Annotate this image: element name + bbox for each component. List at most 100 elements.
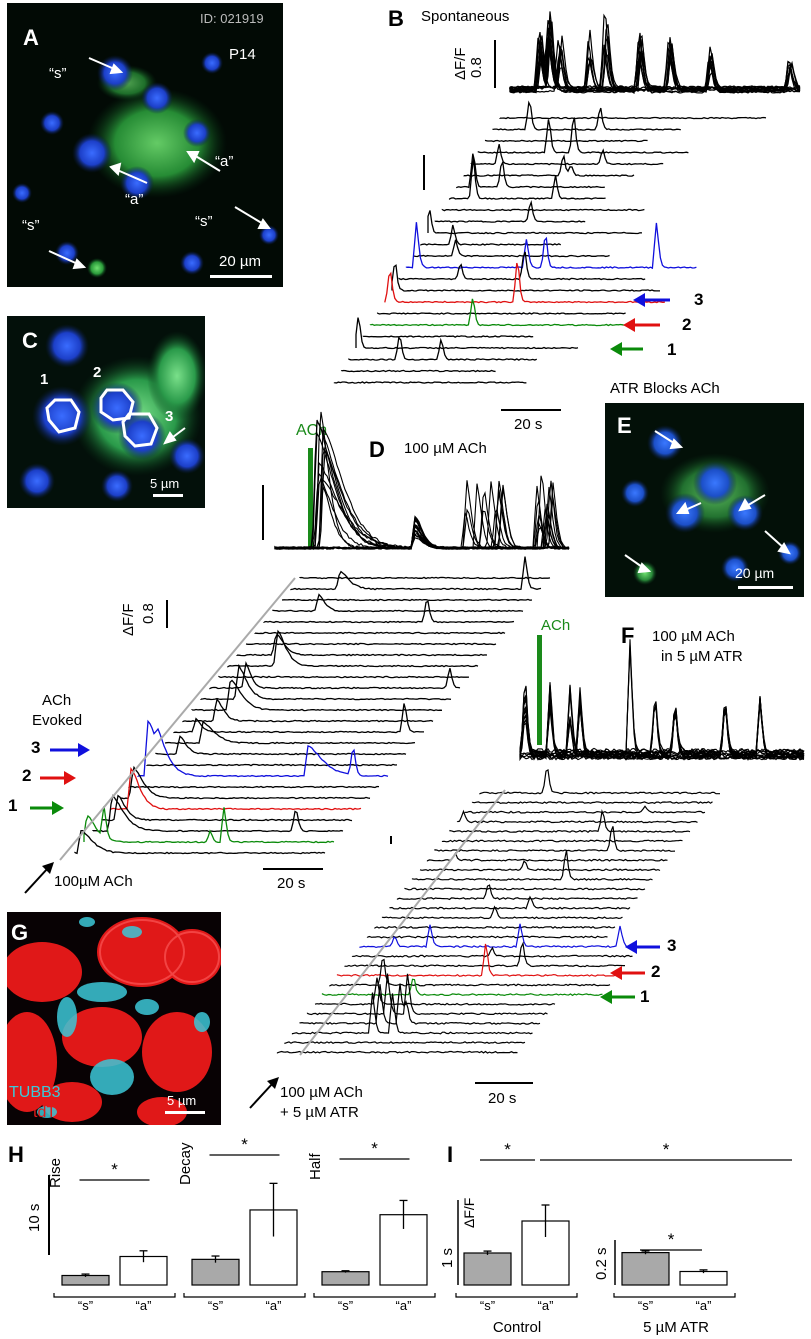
bar-a xyxy=(521,1220,570,1286)
panel-d-letter: D xyxy=(369,437,385,462)
stacked-trace xyxy=(398,251,646,281)
label-a-1: “a” xyxy=(215,153,234,170)
stacked-trace xyxy=(284,1041,526,1045)
panel-d-num-2: 2 xyxy=(22,766,32,785)
chart-label: Half xyxy=(307,1152,324,1180)
tick-label: “a” xyxy=(266,1298,282,1313)
panel-f-onset-arrow xyxy=(249,1077,279,1109)
arrow-2-icon xyxy=(610,966,645,980)
panel-d-overlay-traces xyxy=(274,411,570,551)
stacked-trace xyxy=(299,983,541,1025)
roi-2-label: 2 xyxy=(93,364,102,381)
stacked-trace xyxy=(218,675,470,679)
panel-b-time-bar xyxy=(501,409,561,411)
panel-g-micrograph: G TUBB3 tdT 5 µm xyxy=(7,912,221,1125)
panel-a-cells xyxy=(12,52,279,278)
stacked-trace xyxy=(441,839,683,843)
panel-a-letter: A xyxy=(23,25,39,50)
label-s-1: “s” xyxy=(49,65,67,82)
sig-star: * xyxy=(371,1139,378,1158)
panel-c-scale-label: 5 µm xyxy=(150,476,180,491)
stacked-trace xyxy=(499,116,767,120)
i-yscale-right-label: 0.2 s xyxy=(593,1247,610,1280)
stacked-trace xyxy=(411,850,653,881)
panel-a-age: P14 xyxy=(229,46,256,63)
trace-2 xyxy=(336,943,618,977)
sig-star: * xyxy=(241,1135,248,1154)
panel-d-yscale-bar xyxy=(166,600,168,628)
overlay-trace xyxy=(509,13,801,89)
tick-label: “a” xyxy=(696,1298,712,1313)
label-a-2: “a” xyxy=(125,191,144,208)
stacked-trace xyxy=(456,153,605,189)
panel-b-ylabel: ΔF/F xyxy=(452,47,469,80)
stacked-trace xyxy=(351,946,633,958)
bar-chart-1: “s”“a”Decay* xyxy=(177,1135,306,1313)
panel-b-trace-arrows xyxy=(610,293,670,356)
arrow-1-icon xyxy=(610,342,643,356)
stacked-trace xyxy=(484,139,648,143)
stacked-trace xyxy=(254,631,506,635)
arrow-3-icon xyxy=(625,940,660,954)
stacked-trace xyxy=(164,720,416,745)
arrow-up-right-icon xyxy=(249,1077,279,1109)
panel-d-time-bar xyxy=(263,868,323,870)
overlay-trace xyxy=(519,647,805,759)
panel-f-onset-1: 100 µM ACh xyxy=(280,1084,363,1101)
panel-g-marker-tubb3: TUBB3 xyxy=(9,1084,61,1101)
panel-f-num-2: 2 xyxy=(651,962,661,981)
stacked-trace xyxy=(355,317,579,350)
overlay-trace xyxy=(519,639,805,754)
panel-d-yscale: 0.8 xyxy=(140,603,157,624)
panel-d-vscale-bar xyxy=(262,485,264,540)
stacked-trace xyxy=(413,239,610,258)
stacked-trace xyxy=(426,851,668,862)
stacked-trace xyxy=(376,312,626,315)
panel-g-marker-tdt: tdT xyxy=(33,1104,57,1121)
stacked-trace xyxy=(314,977,556,1006)
panel-f-title-1: 100 µM ACh xyxy=(652,628,735,645)
panel-g-scale-label: 5 µm xyxy=(167,1093,197,1108)
stacked-trace xyxy=(381,905,623,920)
sig-star: * xyxy=(668,1230,675,1249)
bar-chart-2: “s”“a”Half* xyxy=(307,1139,436,1313)
tick-label: “a” xyxy=(538,1298,554,1313)
panel-f-trace-arrows xyxy=(600,940,660,1004)
arrow-2-icon xyxy=(40,771,76,785)
stacked-trace xyxy=(74,829,326,855)
tick-label: “s” xyxy=(480,1298,495,1313)
stacked-trace xyxy=(276,1050,518,1054)
stacked-trace xyxy=(92,794,344,833)
panel-f-vscale-bar xyxy=(390,836,392,844)
panel-f-num-1: 1 xyxy=(640,987,650,1006)
stacked-trace xyxy=(434,826,676,853)
panel-b-title: Spontaneous xyxy=(421,8,510,25)
panel-c-letter: C xyxy=(22,328,38,353)
stacked-trace xyxy=(263,600,515,624)
stacked-trace xyxy=(471,801,713,805)
panel-g-letter: G xyxy=(11,920,29,945)
panel-d-stacked-traces xyxy=(59,556,551,861)
panel-f-time-label: 20 s xyxy=(488,1090,517,1107)
panel-f-overlay-traces xyxy=(519,635,805,762)
stacked-trace xyxy=(200,663,452,701)
panel-h-yscale-bar xyxy=(48,1175,50,1255)
overlay-trace xyxy=(274,476,570,550)
stacked-trace xyxy=(434,199,586,223)
panel-c-scale-bar xyxy=(153,494,183,497)
panel-b-vscale-bar xyxy=(423,155,425,190)
trace-3 xyxy=(405,222,697,270)
panel-e-title: ATR Blocks ACh xyxy=(610,380,720,397)
stacked-trace xyxy=(427,210,643,235)
panel-d-num-3: 3 xyxy=(31,738,41,757)
stacked-trace xyxy=(362,335,534,338)
stacked-trace xyxy=(456,809,698,824)
roi-3-label: 3 xyxy=(165,408,174,425)
bar-a xyxy=(679,1270,728,1286)
tick-label: “s” xyxy=(78,1298,93,1313)
panel-f-num-3: 3 xyxy=(667,936,677,955)
ach-stim-bar xyxy=(308,448,313,548)
panel-b-time-label: 20 s xyxy=(514,416,543,433)
overlay-trace xyxy=(519,696,805,755)
tick-label: “a” xyxy=(136,1298,152,1313)
